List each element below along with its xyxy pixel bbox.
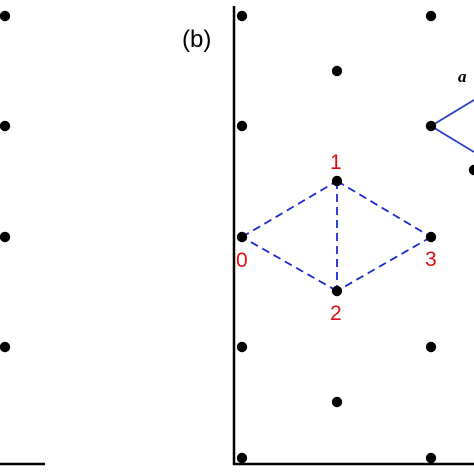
lattice-point [236, 452, 248, 464]
lattice-point [425, 10, 437, 22]
lattice-point [425, 120, 437, 132]
lattice-point [425, 231, 437, 243]
site-label-3: 3 [425, 248, 437, 271]
vector-label: a [458, 67, 467, 86]
site-label-1: 1 [330, 151, 342, 174]
lattice-point [0, 231, 11, 243]
lattice-point [236, 10, 248, 22]
dash-edge-0-1 [241, 180, 338, 238]
lattice-point [236, 231, 248, 243]
lattice-point [331, 396, 343, 408]
vector-down [430, 125, 474, 153]
lattice-point [425, 452, 437, 464]
site-label-0: 0 [236, 249, 248, 272]
dashed-rhombus [241, 180, 432, 292]
lattice-point [0, 120, 11, 132]
vector-up [430, 99, 474, 127]
lattice-point [425, 341, 437, 353]
lattice-vectors [430, 99, 474, 153]
site-labels: 0 1 2 3 [236, 151, 437, 325]
lattice-point [236, 341, 248, 353]
lattice-point [0, 341, 11, 353]
site-label-2: 2 [330, 302, 342, 325]
lattice-point [0, 10, 11, 22]
panel-label: (b) [182, 26, 211, 53]
dash-edge-1-3 [336, 180, 432, 238]
lattice-points [0, 10, 474, 464]
lattice-point [468, 164, 474, 176]
lattice-point [331, 175, 343, 187]
dash-edge-2-0 [241, 236, 338, 292]
lattice-point [331, 65, 343, 77]
dash-edge-3-2 [336, 236, 432, 292]
lattice-point [331, 285, 343, 297]
lattice-point [236, 120, 248, 132]
